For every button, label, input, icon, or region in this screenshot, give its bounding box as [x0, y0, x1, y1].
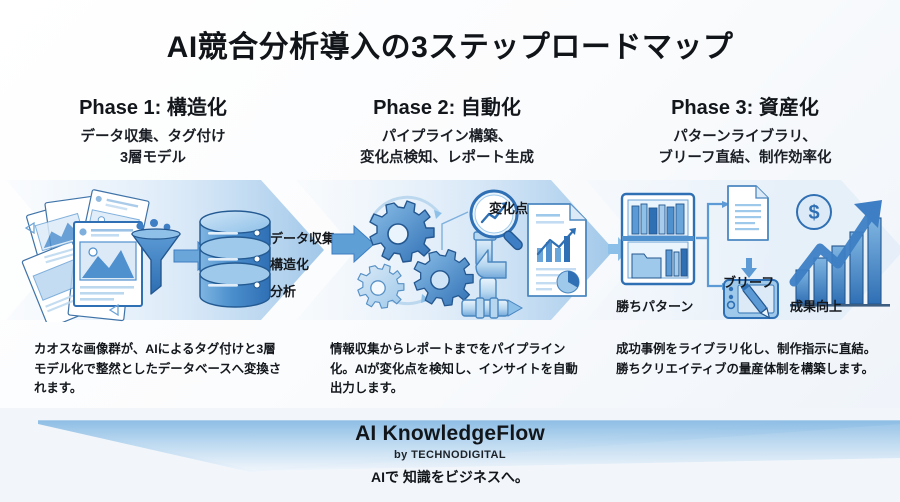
footer-banner: AI KnowledgeFlow by TECHNODIGITAL AIで 知識…: [0, 408, 900, 502]
phase-1-header: Phase 1: 構造化 データ収集、タグ付け 3層モデル: [8, 96, 298, 169]
phase-1-subtitle-line-2: 3層モデル: [119, 150, 187, 167]
phase-3-label-results-improvement: 成果向上: [790, 299, 843, 314]
phase-2-subtitle: パイプライン構築、 変化点検知、レポート生成: [302, 127, 592, 169]
phase-3-title: Phase 3: 資産化: [671, 97, 819, 119]
brand-byline: by TECHNODIGITAL: [394, 449, 506, 461]
phase-2-label-change-point: 変化点: [489, 201, 529, 216]
phase-1-label-structuring: 構造化: [270, 257, 310, 272]
brand-tagline: AIで 知識をビジネスへ。: [371, 469, 529, 485]
phase-1-illustration: [14, 182, 314, 329]
phase-3-label-winning-pattern: 勝ちパターン: [616, 299, 694, 314]
phase-2-illustration: [330, 182, 610, 322]
phase-1-label-data-collection: データ収集: [270, 231, 336, 246]
phase-3-description: 成功事例をライブラリ化し、制作指示に直結。勝ちクリエイティブの量産体制を構築しま…: [616, 342, 877, 376]
phase-2-subtitle-line-2: 変化点検知、レポート生成: [360, 150, 534, 167]
phase-3-header: Phase 3: 資産化 パターンライブラリ、 ブリーフ直結、制作効率化: [600, 96, 890, 169]
phase-1-subtitle-line-1: データ収集、タグ付け: [80, 129, 226, 145]
phase-1-title: Phase 1: 構造化: [79, 97, 227, 119]
phase-3-illustration: $: [608, 182, 898, 322]
phase-3-label-brief: ブリーフ: [723, 275, 775, 290]
brand-name: AI KnowledgeFlow: [355, 422, 545, 445]
phase-1-description: カオスな画像群が、AIによるタグ付けと3層モデル化で整然としたデータベースへ変換…: [34, 342, 282, 396]
phase-1-subtitle: データ収集、タグ付け 3層モデル: [8, 127, 298, 169]
svg-text:$: $: [808, 202, 819, 224]
footer-text-block: AI KnowledgeFlow by TECHNODIGITAL AIで 知識…: [0, 422, 900, 487]
phase-2-description: 情報収集からレポートまでをパイプライン化。AIが変化点を検知し、インサイトを自動…: [330, 342, 578, 396]
phase-3-subtitle-line-2: ブリーフ直結、制作効率化: [658, 150, 832, 167]
phase-3-subtitle-line-1: パターンライブラリ、: [673, 129, 817, 145]
phase-2-title: Phase 2: 自動化: [373, 97, 521, 119]
phase-3-subtitle: パターンライブラリ、 ブリーフ直結、制作効率化: [600, 127, 890, 169]
phase-2-subtitle-line-1: パイプライン構築、: [381, 129, 513, 145]
page-title: AI競合分析導入の3ステップロードマップ: [166, 31, 734, 64]
phase-1-label-analysis: 分析: [270, 284, 297, 299]
phase-2-header: Phase 2: 自動化 パイプライン構築、 変化点検知、レポート生成: [302, 96, 592, 169]
